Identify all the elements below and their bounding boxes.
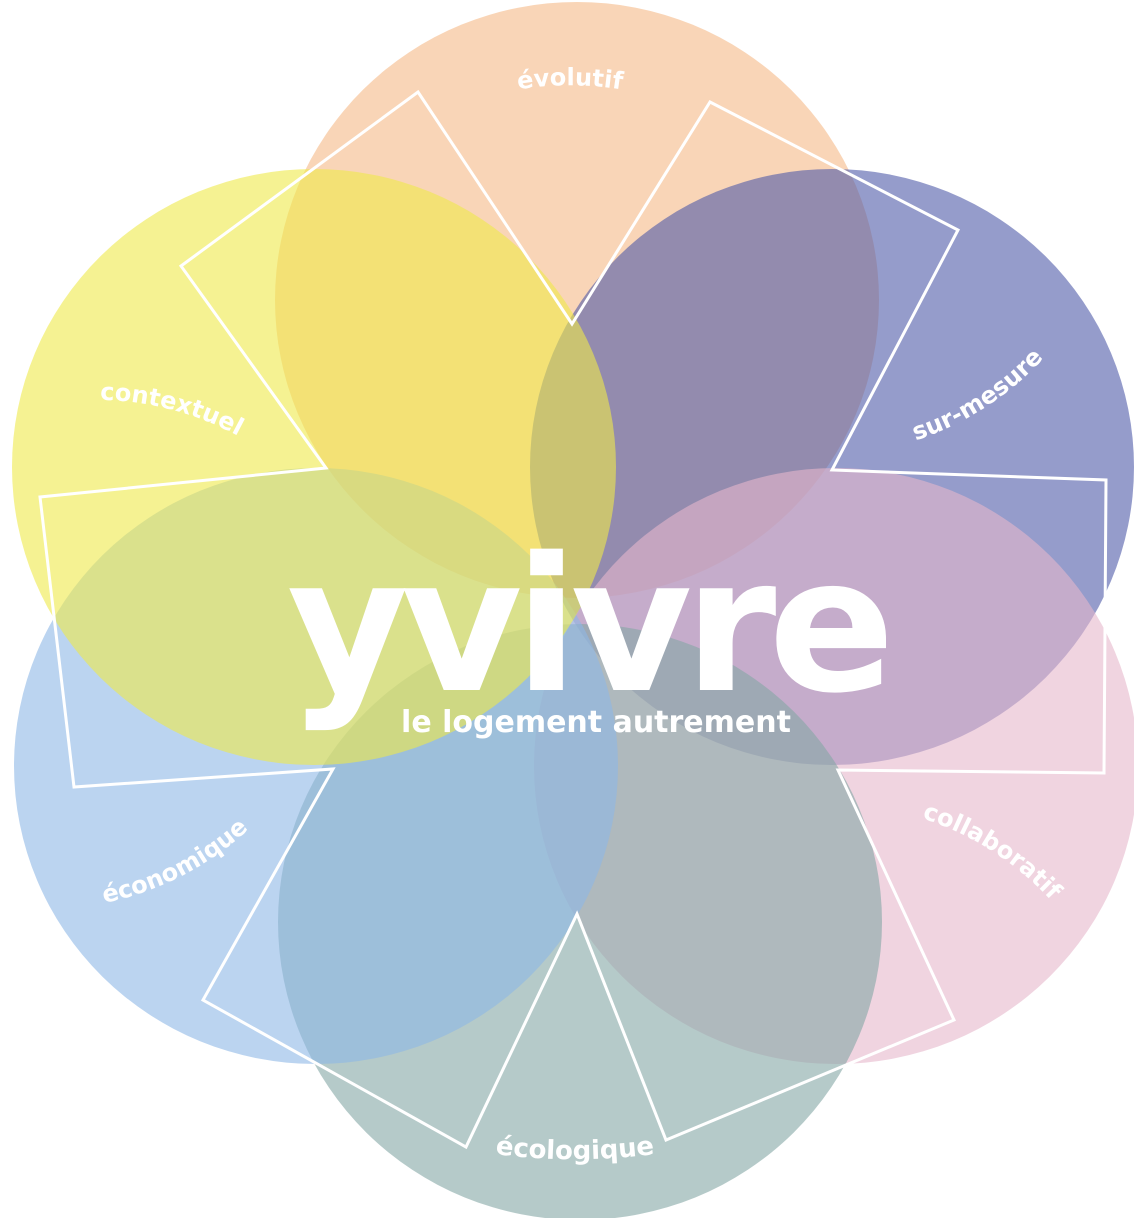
petal-circle-contextuel (12, 169, 616, 765)
logo-wordmark: yvivre (287, 517, 887, 734)
petal-label-ecologique: écologique (494, 1131, 655, 1166)
star-outline-path (38, 89, 1108, 1150)
star-outline (38, 89, 1108, 1150)
logo-tagline: le logement autrement (401, 705, 791, 740)
